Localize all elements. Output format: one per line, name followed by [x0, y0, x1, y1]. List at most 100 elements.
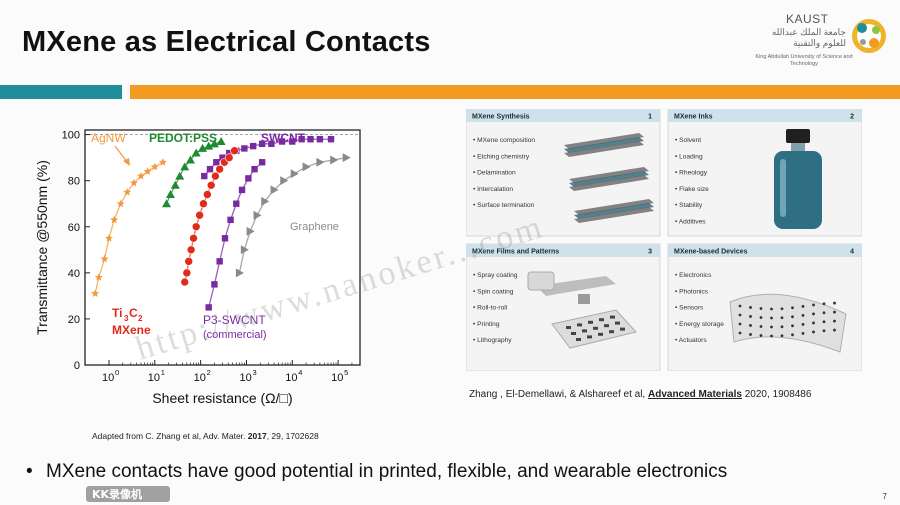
data-point	[316, 136, 324, 143]
label-mxene: MXene	[112, 323, 151, 337]
device-dot	[738, 331, 742, 335]
layer-sheet	[574, 203, 654, 219]
device-dot	[801, 332, 805, 335]
data-point	[203, 190, 212, 199]
panel-number: 2	[850, 114, 854, 121]
data-point	[227, 216, 234, 224]
data-point	[91, 289, 100, 297]
device-dot	[759, 307, 763, 310]
recorder-text: KK录像机	[92, 487, 142, 501]
data-point	[150, 162, 159, 171]
device-dot	[780, 334, 784, 338]
device-dot	[812, 330, 815, 334]
pattern-cell	[598, 332, 603, 336]
panel-list-item: • Sensors	[675, 305, 704, 312]
data-point	[238, 186, 246, 194]
right-caption: Zhang , El-Demellawi, & Alshareef et al,…	[469, 389, 811, 400]
x-tick-label: 10	[285, 372, 297, 384]
data-point	[198, 143, 208, 152]
data-point	[165, 190, 175, 199]
data-point	[191, 222, 201, 232]
data-point	[211, 281, 218, 288]
panel-number: 1	[648, 114, 652, 121]
data-point	[327, 136, 335, 143]
pattern-cell	[571, 332, 576, 335]
data-point	[211, 171, 220, 181]
pattern-cell	[604, 324, 609, 328]
data-point	[129, 178, 138, 187]
panel-list-item: • Spin coating	[473, 288, 514, 295]
bottle-neck	[791, 143, 805, 151]
bottle-cap	[786, 129, 810, 143]
y-tick-label: 0	[74, 360, 80, 372]
pattern-cell	[599, 318, 604, 322]
panel-header	[668, 244, 862, 257]
device-dot	[770, 334, 773, 338]
data-point	[100, 254, 109, 263]
left-caption-year: 2017	[247, 431, 267, 441]
device-dot	[833, 319, 836, 323]
data-point	[280, 176, 289, 186]
panel-title: MXene Inks	[674, 114, 713, 121]
data-point	[215, 164, 224, 174]
data-point	[270, 185, 279, 195]
device-dot	[770, 307, 773, 311]
data-point	[105, 234, 113, 242]
pattern-cell	[588, 320, 593, 324]
device-dot	[770, 325, 773, 329]
data-point	[123, 188, 132, 196]
device-dot	[770, 316, 773, 320]
panel-number: 3	[648, 249, 652, 256]
pattern-cell	[593, 326, 598, 330]
data-point	[204, 141, 214, 150]
data-point	[307, 136, 314, 143]
data-point	[180, 162, 190, 171]
kaust-logo: KAUST جامعة الملك عبدالله للعلوم والتقني…	[744, 6, 894, 76]
device-dot	[791, 315, 794, 319]
pattern-cell	[587, 335, 592, 339]
data-point	[143, 167, 152, 175]
panel-header	[466, 109, 660, 122]
panel-list-item: • Actuators	[675, 337, 707, 344]
y-tick-label: 60	[68, 222, 80, 234]
bullet-point: •MXene contacts have good potential in p…	[26, 461, 727, 483]
device-dot	[749, 333, 752, 336]
panel-list-item: • Additives	[675, 219, 706, 226]
bullet-text: MXene contacts have good potential in pr…	[46, 461, 728, 482]
data-point	[330, 155, 339, 165]
device-dot	[749, 306, 752, 309]
data-point	[213, 159, 220, 166]
data-point	[170, 180, 180, 189]
panel-header	[668, 109, 862, 122]
panel-list-item: • Stability	[675, 202, 703, 209]
mxene-layers-icon	[564, 133, 654, 223]
device-dot	[833, 310, 836, 314]
label-pedot: PEDOT:PSS	[149, 131, 217, 145]
device-dot	[822, 302, 826, 306]
data-point	[342, 153, 351, 163]
device-dot	[833, 301, 836, 305]
label-graphene: Graphene	[290, 221, 339, 233]
device-dot	[738, 304, 742, 308]
panel-header	[466, 244, 660, 257]
device-dot	[812, 312, 815, 316]
device-dot	[812, 321, 815, 325]
data-point	[94, 273, 103, 281]
data-point	[235, 268, 244, 278]
series-graphene	[235, 153, 351, 278]
data-point	[224, 153, 234, 162]
panel-title: MXene Films and Patterns	[472, 249, 559, 256]
x-tick-exponent: 2	[207, 368, 211, 377]
data-point	[245, 175, 252, 182]
data-point	[189, 233, 198, 243]
data-point	[209, 139, 219, 148]
data-point	[191, 148, 201, 157]
left-caption-suffix: , 29, 1702628	[266, 431, 319, 441]
label-mxene-c: C	[129, 306, 138, 320]
device-dot	[812, 303, 815, 307]
panel-list-item: • Solvent	[675, 137, 701, 144]
